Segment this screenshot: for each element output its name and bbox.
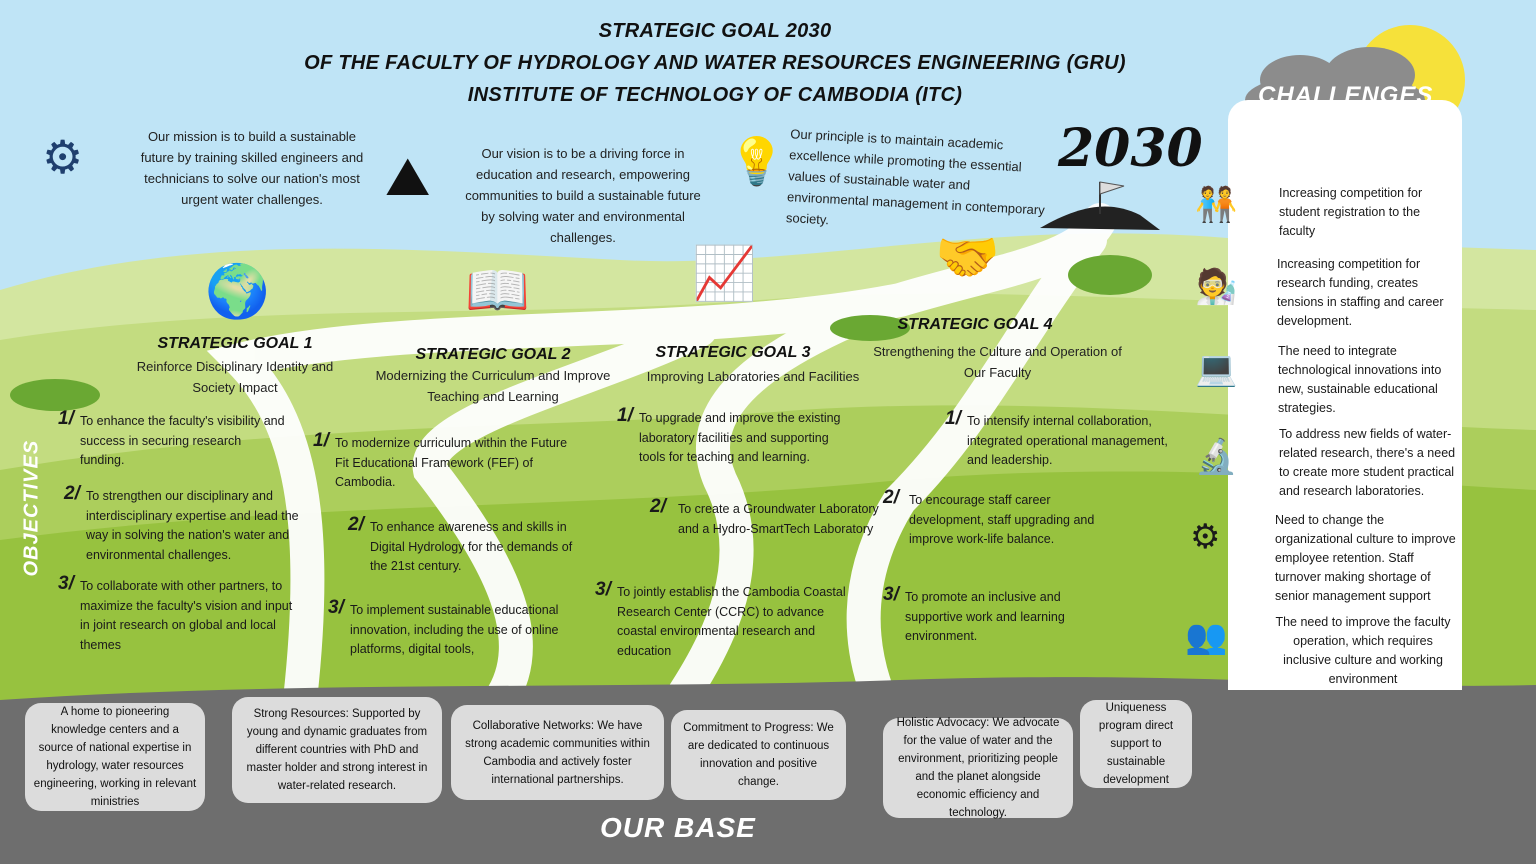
goal-3-objective-1: 1/To upgrade and improve the existing la… (617, 405, 852, 468)
objective-number: 2/ (348, 514, 364, 535)
objective-number: 1/ (58, 408, 74, 429)
title-line-2: OF THE FACULTY OF HYDROLOGY AND WATER RE… (304, 52, 1126, 74)
goal-2-objective-2: 2/To enhance awareness and skills in Dig… (348, 514, 593, 577)
goal-3-objective-2: 2/To create a Groundwater Laboratory and… (650, 496, 885, 539)
objective-text: To intensify internal collaboration, int… (967, 414, 1168, 467)
objective-number: 1/ (313, 430, 329, 451)
globe-hand-icon: 🌍 (205, 263, 270, 321)
objectives-label: OBJECTIVES (20, 439, 43, 577)
hands-people-icon: 🤝 (935, 229, 1000, 287)
objective-text: To strengthen our disciplinary and inter… (86, 489, 299, 562)
our-base-title: OUR BASE (600, 812, 756, 843)
goal-2-objective-3: 3/To implement sustainable educational i… (328, 597, 573, 660)
telescope-person-icon: ⛰ (385, 147, 431, 207)
challenge-item: Need to change the organizational cultur… (1275, 513, 1456, 603)
vision-text: Our vision is to be a driving force in e… (465, 146, 701, 245)
base-item: Uniqueness program direct support to sus… (1080, 700, 1192, 788)
objective-number: 2/ (883, 487, 899, 508)
goal-4-title: STRATEGIC GOAL 4 (897, 316, 1053, 333)
base-item: Strong Resources: Supported by young and… (232, 697, 442, 803)
objective-text: To jointly establish the Cambodia Coasta… (617, 585, 846, 658)
microscope-lab-icon: 🔬 (1195, 438, 1238, 476)
goal-3-objective-3: 3/To jointly establish the Cambodia Coas… (595, 579, 865, 661)
challenges-title: CHALLENGES (1258, 82, 1434, 109)
objective-number: 1/ (617, 405, 633, 426)
goal-3-title: STRATEGIC GOAL 3 (655, 344, 811, 361)
objective-text: To promote an inclusive and supportive w… (905, 590, 1065, 643)
goal-4-objective-2: 2/To encourage staff career development,… (883, 487, 1098, 550)
objective-number: 3/ (58, 573, 74, 594)
title-line-1: STRATEGIC GOAL 2030 (598, 20, 832, 42)
goal-1-title: STRATEGIC GOAL 1 (157, 335, 313, 352)
goal-2-title: STRATEGIC GOAL 2 (415, 346, 571, 363)
objective-number: 3/ (595, 579, 611, 600)
open-book-icon: 📖 (465, 262, 530, 320)
title-line-3: INSTITUTE OF TECHNOLOGY OF CAMBODIA (ITC… (467, 84, 963, 106)
goal-4-desc: Strengthening the Culture and Operation … (873, 344, 1122, 380)
objective-text: To implement sustainable educational inn… (350, 603, 559, 656)
goal-2-objective-1: 1/To modernize curriculum within the Fut… (313, 430, 573, 493)
goal-1-objective-3: 3/To collaborate with other partners, to… (58, 573, 293, 655)
goal-3-desc: Improving Laboratories and Facilities (646, 369, 860, 384)
principle-text: Our principle is to maintain academic ex… (785, 126, 1046, 228)
base-item: A home to pioneering knowledge centers a… (25, 703, 205, 811)
challenge-item: The need to improve the faculty operatio… (1275, 615, 1451, 686)
objective-number: 2/ (650, 496, 666, 517)
lightbulb-gear-icon: 💡 (728, 135, 786, 187)
objective-number: 2/ (64, 483, 80, 504)
mission-text: Our mission is to build a sustainable fu… (140, 129, 364, 207)
goal-4-objective-1: 1/To intensify internal collaboration, i… (945, 408, 1175, 471)
objective-text: To encourage staff career development, s… (909, 493, 1095, 546)
year-2030: 2030 (1058, 118, 1203, 179)
base-item: Commitment to Progress: We are dedicated… (671, 710, 846, 800)
goal-1-objective-2: 2/To strengthen our disciplinary and int… (64, 483, 304, 565)
base-item: Collaborative Networks: We have strong a… (451, 705, 664, 800)
gear-graduate-icon: ⚙ (42, 131, 84, 183)
challenge-item: To address new fields of water-related r… (1279, 427, 1456, 498)
students-illustration-icon: 🧑‍🤝‍🧑 (1195, 186, 1238, 224)
challenge-item: The need to integrate technological inno… (1278, 344, 1442, 415)
challenge-item: Increasing competition for research fund… (1277, 257, 1444, 328)
goal-1-objective-1: 1/To enhance the faculty's visibility an… (58, 408, 288, 471)
challenges-panel (1228, 100, 1462, 690)
stressed-scientist-icon: 🧑‍🔬 (1195, 268, 1238, 306)
base-item: Holistic Advocacy: We advocate for the v… (883, 717, 1073, 819)
goal-4-objective-3: 3/To promote an inclusive and supportive… (883, 584, 1078, 647)
meeting-people-icon: 👥 (1185, 618, 1228, 656)
objective-number: 1/ (945, 408, 961, 429)
goal-1-desc: Reinforce Disciplinary Identity and Soci… (136, 359, 334, 395)
objective-text: To enhance awareness and skills in Digit… (370, 520, 573, 573)
objective-number: 3/ (883, 584, 899, 605)
winding-road (206, 203, 1117, 717)
laptop-tech-icon: 💻 (1195, 350, 1238, 388)
goal-2-desc: Modernizing the Curriculum and Improve T… (375, 368, 611, 404)
objective-text: To create a Groundwater Laboratory and a… (678, 502, 879, 536)
objective-text: To upgrade and improve the existing labo… (639, 411, 841, 464)
bulb-growth-chart-icon: 📈 (692, 245, 757, 303)
gears-team-icon: ⚙ (1190, 518, 1221, 556)
objective-text: To collaborate with other partners, to m… (80, 579, 293, 652)
objective-text: To enhance the faculty's visibility and … (80, 414, 285, 467)
objective-text: To modernize curriculum within the Futur… (335, 436, 568, 489)
challenge-item: Increasing competition for student regis… (1279, 186, 1423, 238)
objective-number: 3/ (328, 597, 344, 618)
